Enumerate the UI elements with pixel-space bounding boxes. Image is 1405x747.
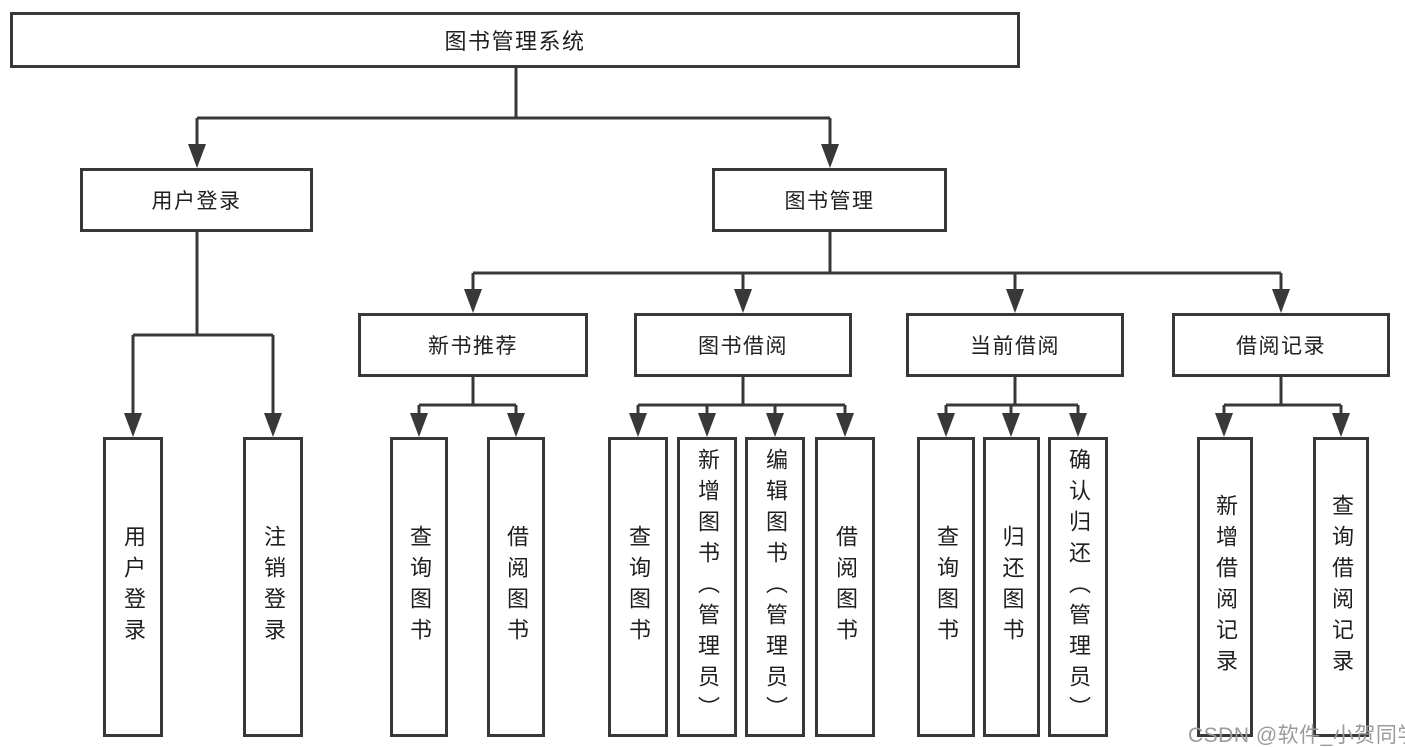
node-label: 用户登录 xyxy=(121,525,146,649)
leaf-borrow-books-recommend: 借阅图书 xyxy=(487,437,545,737)
leaf-query-books-borrowing: 查询图书 xyxy=(608,437,668,737)
node-borrowing-records: 借阅记录 xyxy=(1172,313,1390,377)
node-label: 图书借阅 xyxy=(698,335,788,358)
node-label: 借阅图书 xyxy=(504,525,529,649)
leaf-add-books-admin: 新增图书（管理员） xyxy=(677,437,737,737)
leaf-user-login: 用户登录 xyxy=(103,437,163,737)
node-label: 归还图书 xyxy=(999,525,1025,649)
leaf-query-borrow-record: 查询借阅记录 xyxy=(1313,437,1369,737)
node-label: 注销登录 xyxy=(261,525,286,649)
node-label: 图书管理系统 xyxy=(444,29,586,54)
leaf-edit-books-admin: 编辑图书（管理员） xyxy=(745,437,805,737)
node-book-management: 图书管理 xyxy=(712,168,947,232)
leaf-add-borrow-record: 新增借阅记录 xyxy=(1197,437,1253,737)
node-user-login: 用户登录 xyxy=(80,168,313,232)
csdn-watermark: CSDN @软件_小贺同学 xyxy=(1188,724,1405,747)
node-label: 编辑图书（管理员） xyxy=(763,447,788,727)
node-label: 借阅图书 xyxy=(833,525,858,649)
node-label: 查询图书 xyxy=(626,525,651,649)
node-book-borrowing: 图书借阅 xyxy=(634,313,852,377)
node-current-borrowing: 当前借阅 xyxy=(906,313,1124,377)
node-label: 查询图书 xyxy=(407,525,432,649)
node-label: 新增图书（管理员） xyxy=(695,447,720,727)
node-label: 当前借阅 xyxy=(970,335,1060,358)
node-label: 借阅记录 xyxy=(1236,335,1326,358)
leaf-borrow-books-borrowing: 借阅图书 xyxy=(815,437,875,737)
arrowhead-icons xyxy=(124,144,1350,437)
node-new-book-recommendation: 新书推荐 xyxy=(358,313,588,377)
leaf-query-books-current: 查询图书 xyxy=(917,437,975,737)
node-label: 新增借阅记录 xyxy=(1213,494,1238,680)
node-label: 图书管理 xyxy=(784,190,875,213)
node-label: 查询图书 xyxy=(934,525,959,649)
leaf-logout-login: 注销登录 xyxy=(243,437,303,737)
leaf-query-books-recommend: 查询图书 xyxy=(390,437,448,737)
leaf-return-books: 归还图书 xyxy=(983,437,1040,737)
node-label: 用户登录 xyxy=(151,190,242,213)
node-label: 查询借阅记录 xyxy=(1329,494,1354,680)
leaf-confirm-return-admin: 确认归还（管理员） xyxy=(1048,437,1108,737)
node-root: 图书管理系统 xyxy=(10,12,1020,68)
node-label: 新书推荐 xyxy=(428,335,518,358)
node-label: 确认归还（管理员） xyxy=(1066,447,1091,727)
